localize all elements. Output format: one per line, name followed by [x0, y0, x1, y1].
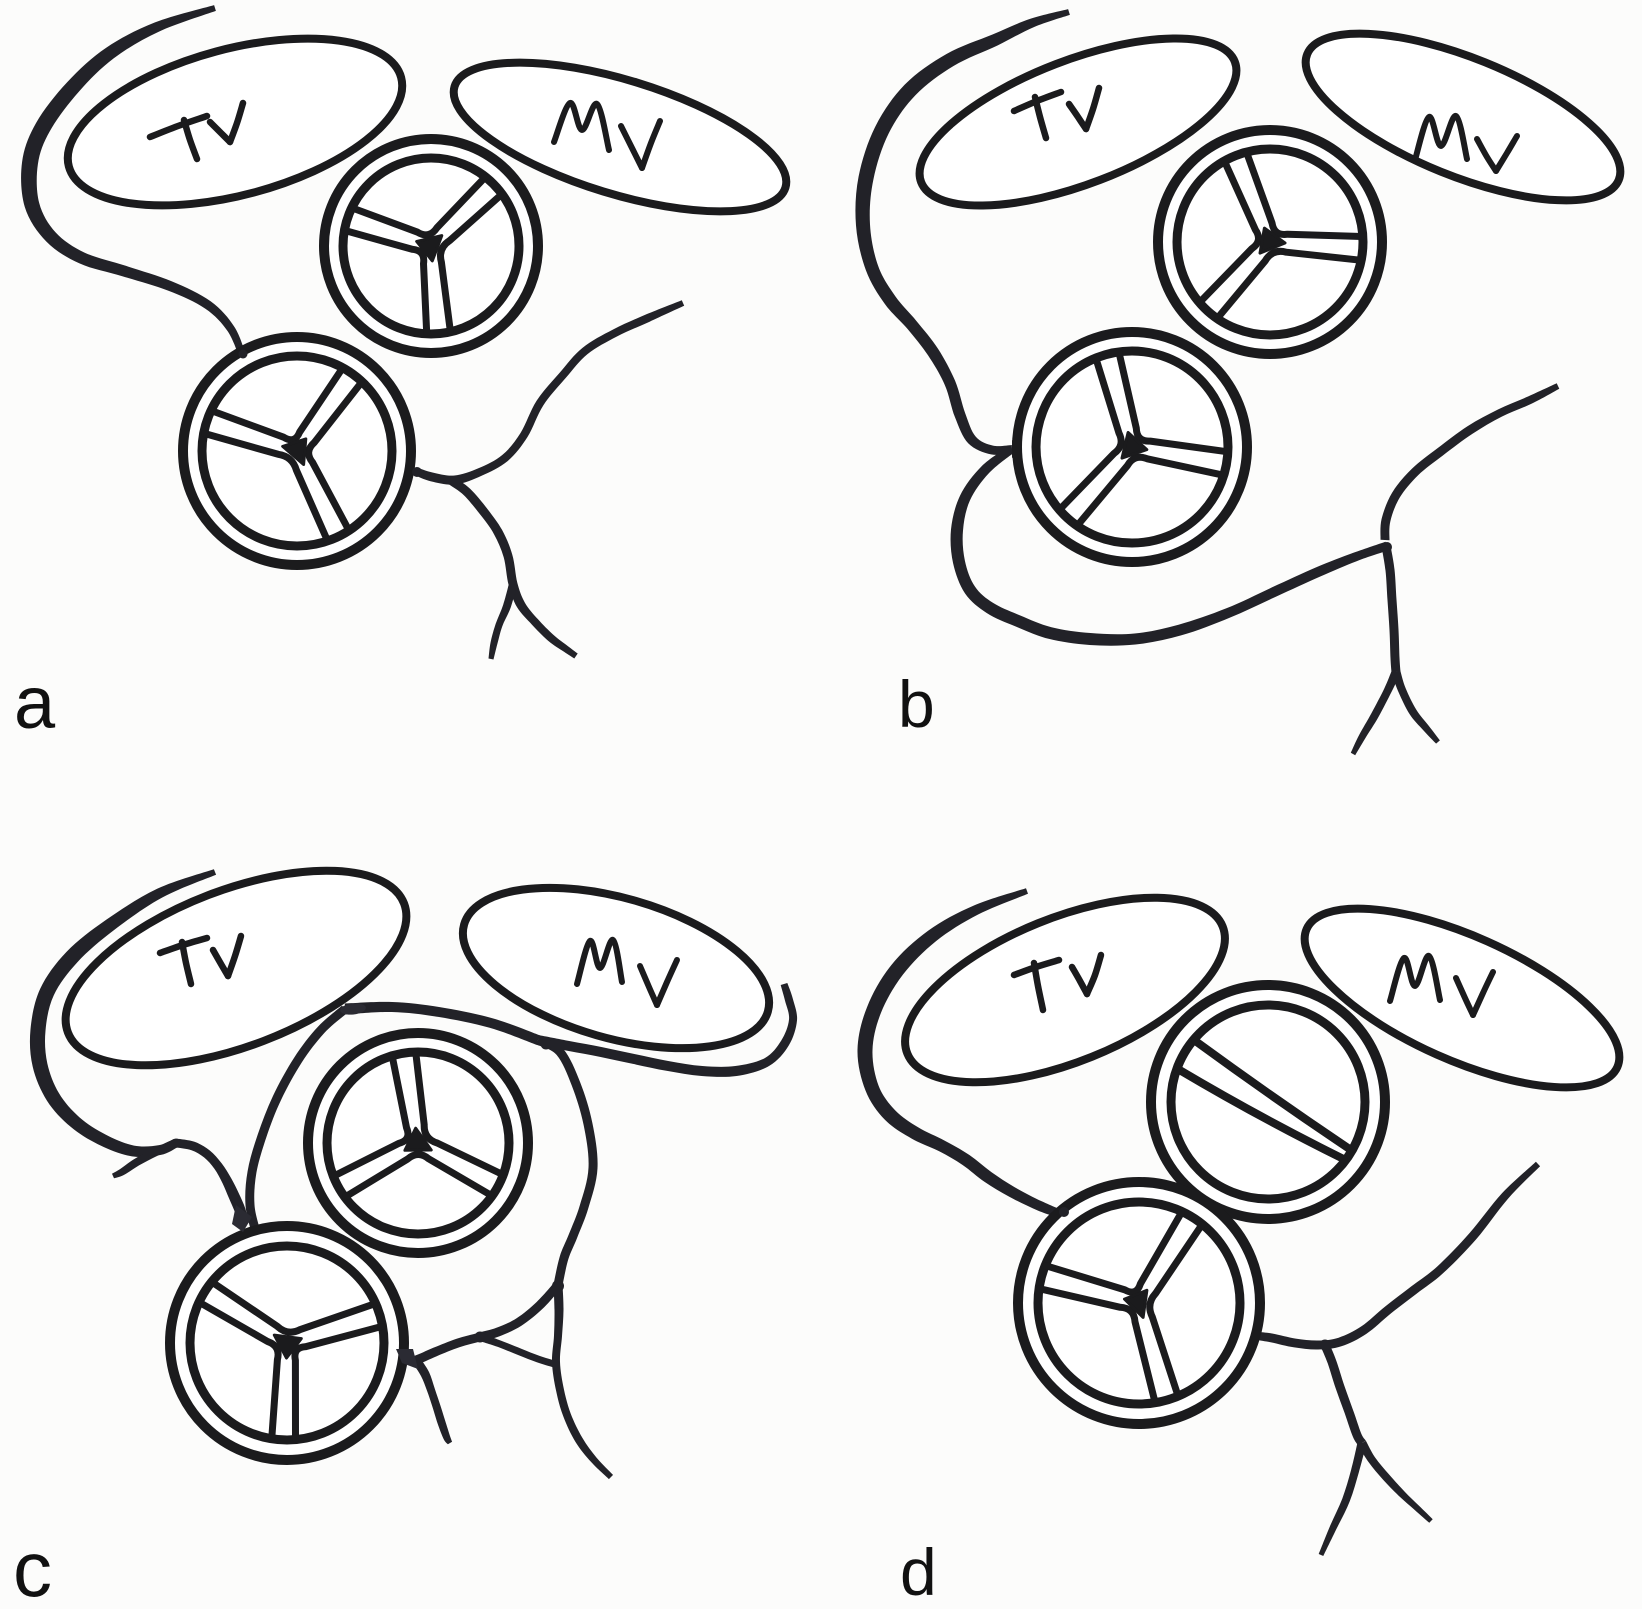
svg-text:a: a — [14, 661, 56, 744]
svg-text:c: c — [13, 1525, 52, 1604]
svg-text:b: b — [898, 667, 935, 741]
svg-text:d: d — [900, 1535, 937, 1604]
